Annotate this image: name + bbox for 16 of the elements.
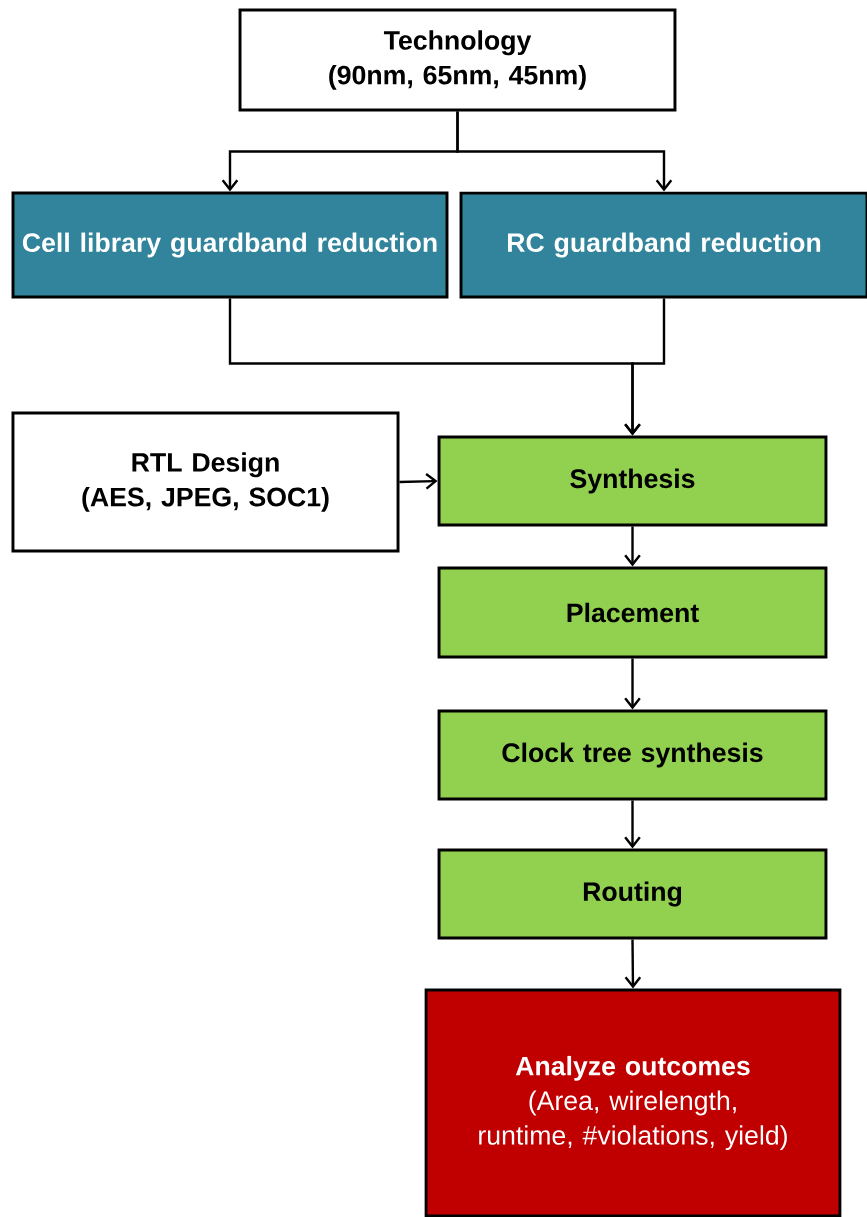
arrow (456, 111, 673, 192)
step-box: Synthesis (437, 435, 828, 527)
arrow (399, 473, 438, 490)
arrow (624, 298, 666, 436)
outcome-box: Analyze outcomes (Area, wirelength, runtime, #violations, yield) (424, 988, 842, 1217)
arrow (624, 658, 641, 710)
step-box: Routing (437, 848, 828, 940)
arrow (624, 939, 642, 989)
process-box: RC guardband reduction (459, 191, 867, 299)
process-box: Cell library guardband reduction (11, 191, 449, 299)
arrow (624, 526, 641, 567)
input-box: RTL Design (AES, JPEG, SOC1) (11, 411, 400, 553)
input-box: Technology (90nm, 65nm, 45nm) (238, 8, 677, 112)
step-box: Placement (437, 566, 828, 659)
arrow (624, 800, 641, 849)
step-box: Clock tree synthesis (437, 709, 828, 801)
